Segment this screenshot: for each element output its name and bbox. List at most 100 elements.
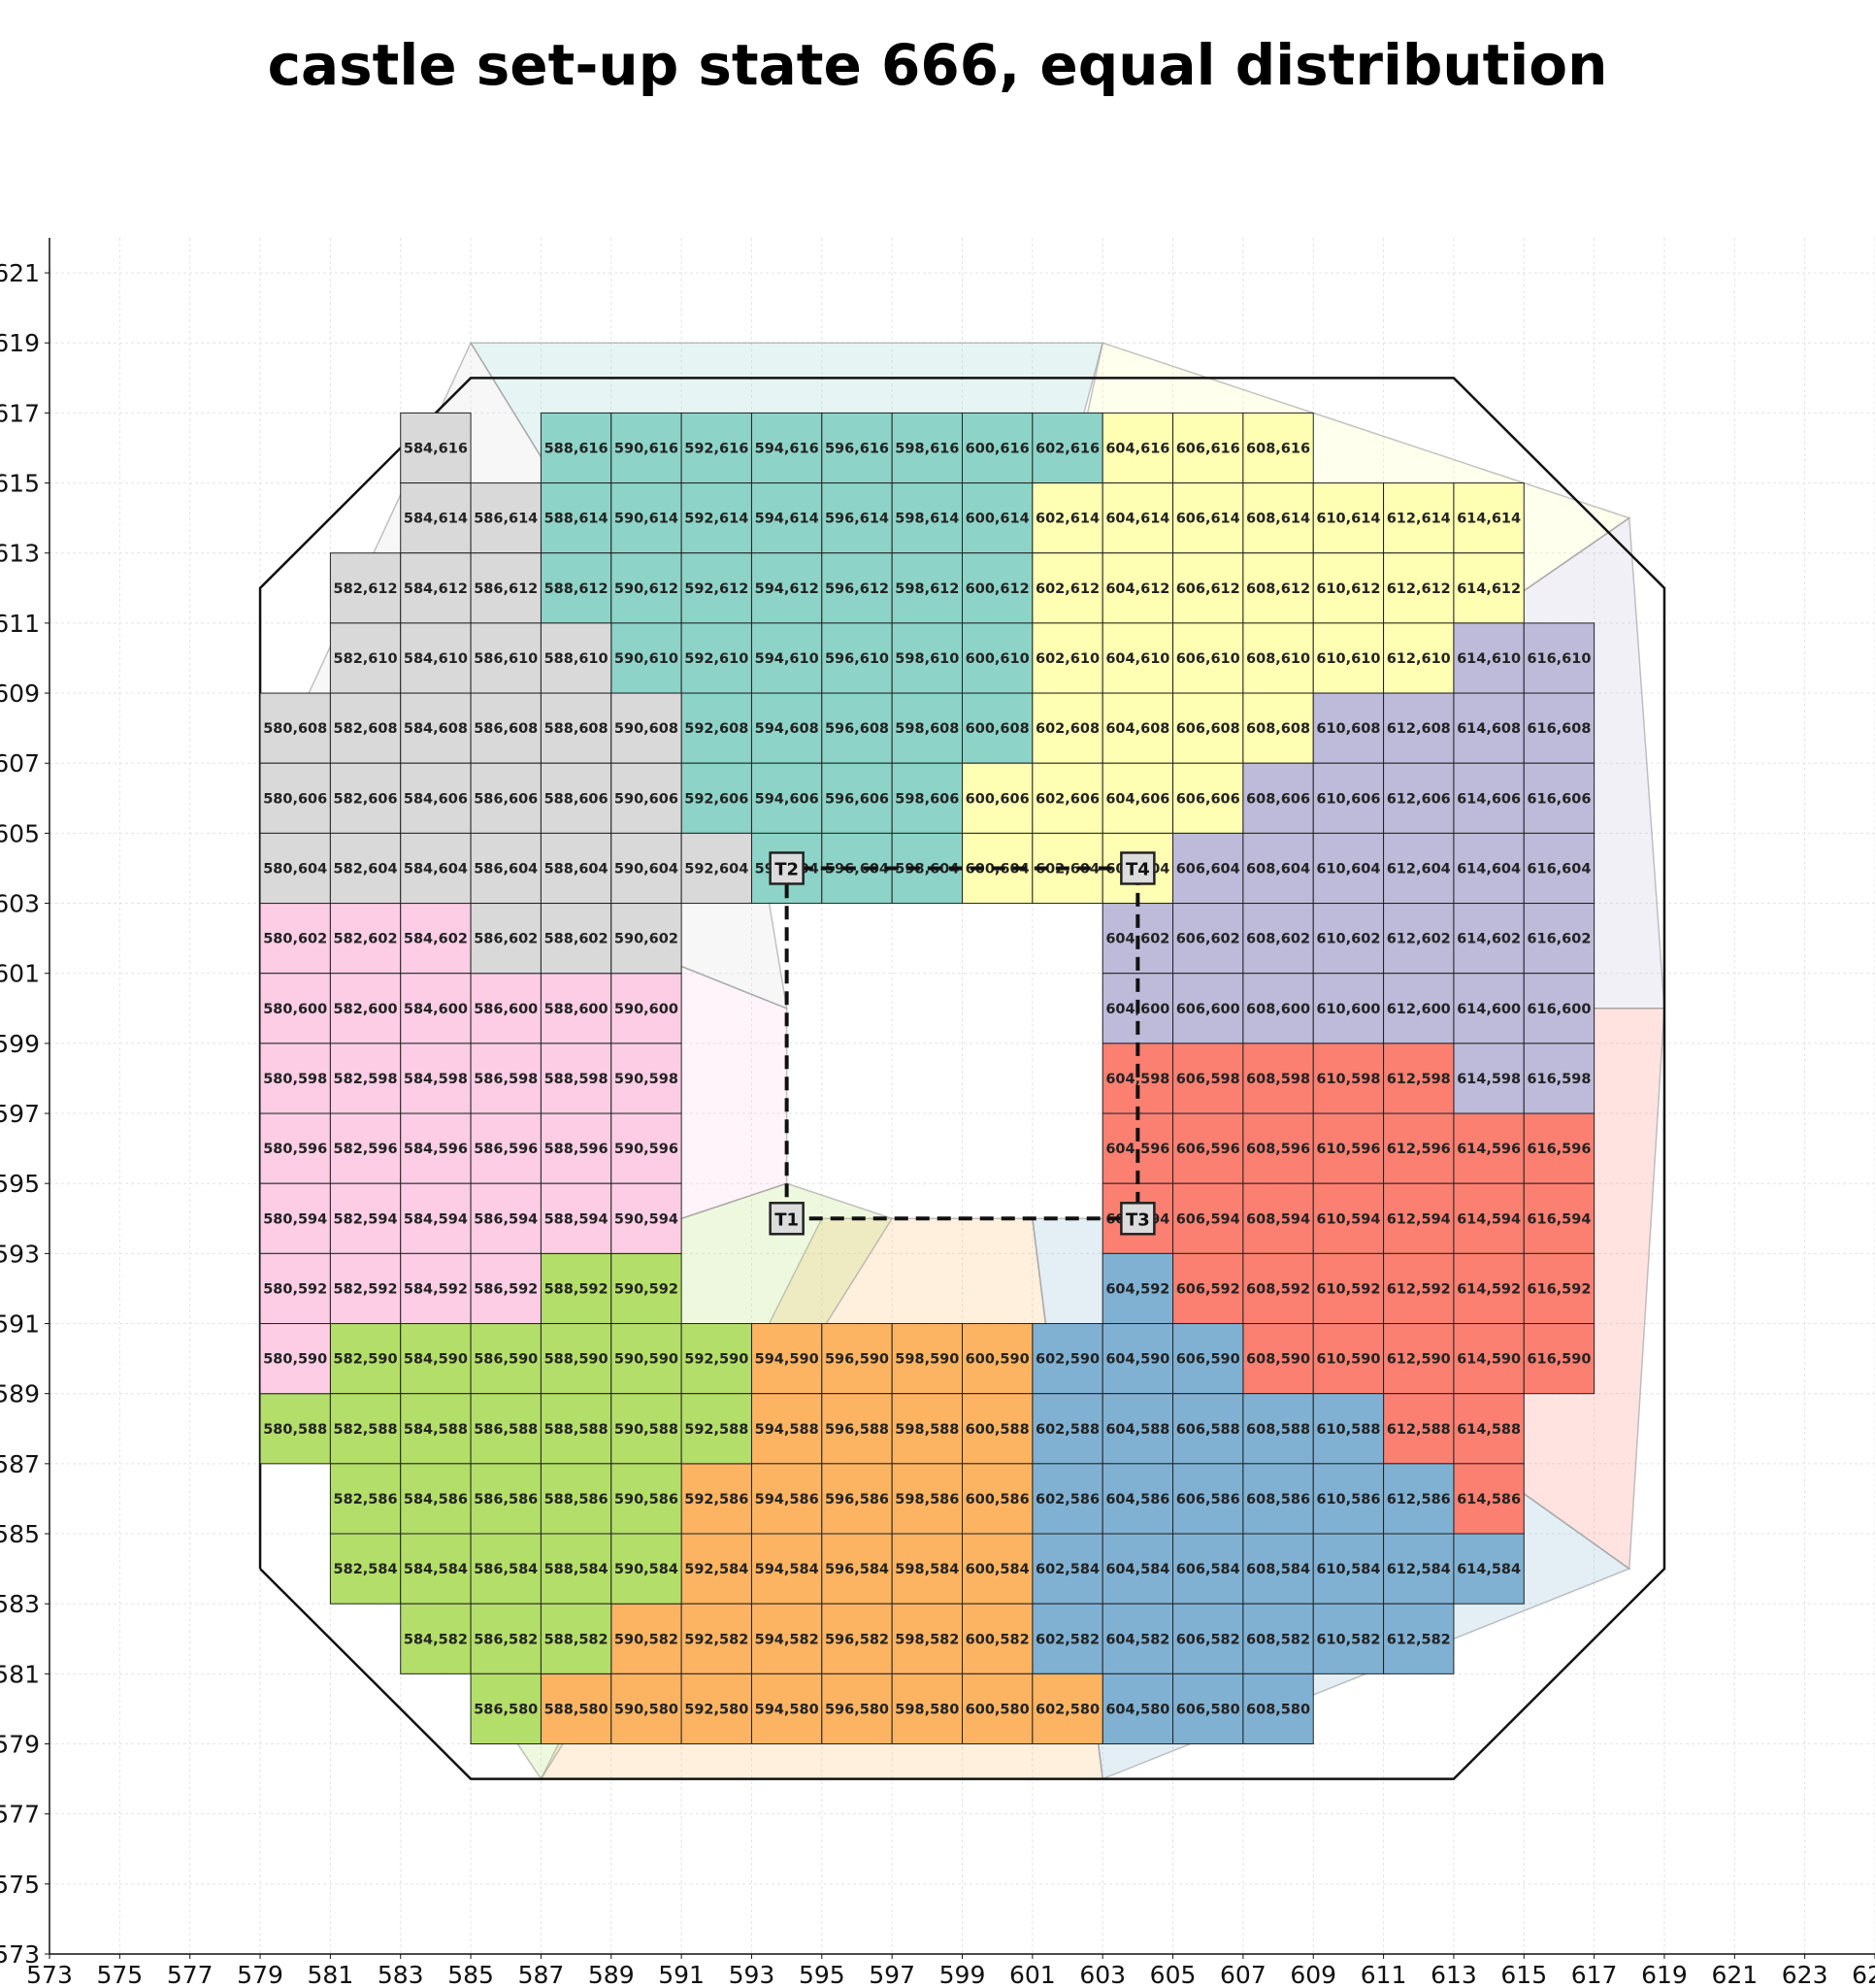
cell-label: 588,606: [544, 791, 609, 807]
cell-label: 604,614: [1105, 512, 1169, 527]
cell-label: 600,606: [966, 791, 1030, 807]
cell-label: 588,602: [544, 932, 609, 947]
x-tick-label: 623: [1782, 1961, 1828, 1988]
grid-cell: [1242, 1533, 1314, 1605]
grid-cell: [540, 692, 612, 764]
cell-label: 610,586: [1316, 1492, 1380, 1508]
cell-label: 608,616: [1246, 441, 1310, 456]
cell-label: 600,586: [966, 1492, 1030, 1508]
cell-label: 584,582: [404, 1632, 468, 1647]
cell-label: 582,588: [334, 1422, 398, 1438]
grid-cell: [1172, 1112, 1244, 1184]
cell-label: 582,598: [334, 1072, 398, 1087]
x-tick-label: 611: [1361, 1961, 1407, 1988]
grid-cell: [259, 1112, 331, 1184]
cell-label: 586,612: [474, 581, 538, 597]
cell-label: 614,584: [1457, 1562, 1521, 1577]
cell-label: 612,588: [1387, 1422, 1451, 1438]
cell-label: 594,610: [755, 651, 819, 667]
cell-label: 592,608: [684, 721, 748, 737]
grid-cell: [329, 1463, 402, 1535]
cell-label: 608,596: [1246, 1142, 1310, 1157]
grid-cell: [1453, 1463, 1525, 1535]
grid-cell: [1032, 622, 1103, 694]
grid-cell: [750, 762, 823, 834]
cell-label: 582,590: [334, 1352, 398, 1368]
castle-outline: [258, 377, 1666, 1780]
grid-cell: [680, 412, 752, 484]
cell-label: 586,590: [474, 1352, 538, 1368]
cell-label: 614,588: [1457, 1422, 1521, 1438]
cell-label: 604,586: [1105, 1492, 1169, 1508]
grid-cell: [1102, 482, 1174, 554]
cell-label: 592,580: [684, 1702, 748, 1717]
cell-label: 610,610: [1316, 651, 1380, 667]
cell-label: 584,588: [404, 1422, 468, 1438]
cell-label: 604,580: [1105, 1702, 1169, 1717]
tower-label: T3: [1126, 1209, 1150, 1230]
x-tick-label: 597: [869, 1961, 915, 1988]
cell-label: 596,584: [825, 1562, 889, 1577]
cell-label: 612,608: [1387, 721, 1451, 737]
cell-label: 590,610: [614, 651, 678, 667]
grid-cell: [259, 762, 331, 834]
grid-cell: [259, 903, 331, 975]
grid-cell: [1172, 1252, 1244, 1325]
cell-label: 614,590: [1457, 1352, 1521, 1368]
cell-label: 614,602: [1457, 932, 1521, 947]
y-tick-label: 581: [0, 1660, 40, 1688]
cell-label: 580,608: [263, 721, 327, 737]
cell-label: 612,606: [1387, 791, 1451, 807]
y-tick-label: 611: [0, 610, 40, 638]
cell-label: 580,602: [263, 932, 327, 947]
grid-cell: [821, 482, 893, 554]
y-tick-label: 585: [0, 1520, 40, 1548]
grid-cell: [470, 1463, 542, 1535]
grid-cell: [1383, 903, 1455, 975]
grid-cell: [1172, 973, 1244, 1044]
y-tick-label: 619: [0, 329, 40, 357]
cell-label: 590,582: [614, 1632, 678, 1647]
cell-label: 606,602: [1176, 932, 1240, 947]
cell-label: 584,608: [404, 721, 468, 737]
cell-label: 586,594: [474, 1211, 538, 1227]
grid-cell: [1172, 903, 1244, 975]
cell-label: 584,592: [404, 1281, 468, 1297]
grid-cell: [1312, 622, 1385, 694]
grid-cell: [610, 1533, 682, 1605]
grid-cell: [400, 1393, 472, 1465]
grid-cell: [680, 1323, 752, 1395]
grid-cell: [1523, 692, 1595, 764]
grid-cell: [891, 1603, 964, 1674]
cell-label: 610,606: [1316, 791, 1380, 807]
cell-label: 592,590: [684, 1352, 748, 1368]
cell-label: 592,606: [684, 791, 748, 807]
cell-label: 608,606: [1246, 791, 1310, 807]
cell-label: 590,598: [614, 1072, 678, 1087]
grid-cell: [1102, 1673, 1174, 1745]
cell-label: 586,598: [474, 1072, 538, 1087]
cell-label: 594,590: [755, 1352, 819, 1368]
grid-cell: [1242, 1463, 1314, 1535]
grid-cell: [1383, 832, 1455, 905]
grid-cell: [540, 1463, 612, 1535]
cell-label: 616,596: [1527, 1142, 1591, 1157]
cell-label: 586,596: [474, 1142, 538, 1157]
cell-label: 582,606: [334, 791, 398, 807]
grid-cell: [540, 1182, 612, 1254]
cell-label: 606,582: [1176, 1632, 1240, 1647]
cell-label: 606,610: [1176, 651, 1240, 667]
cell-label: 598,590: [895, 1352, 959, 1368]
x-tick-label: 609: [1290, 1961, 1336, 1988]
grid-cell: [329, 622, 402, 694]
cell-label: 612,598: [1387, 1072, 1451, 1087]
cell-label: 588,588: [544, 1422, 609, 1438]
cell-label: 594,616: [755, 441, 819, 456]
grid-cell: [1383, 1323, 1455, 1395]
cell-label: 616,602: [1527, 932, 1591, 947]
cell-label: 596,582: [825, 1632, 889, 1647]
grid-cell: [1383, 552, 1455, 624]
grid-cell: [1383, 482, 1455, 554]
